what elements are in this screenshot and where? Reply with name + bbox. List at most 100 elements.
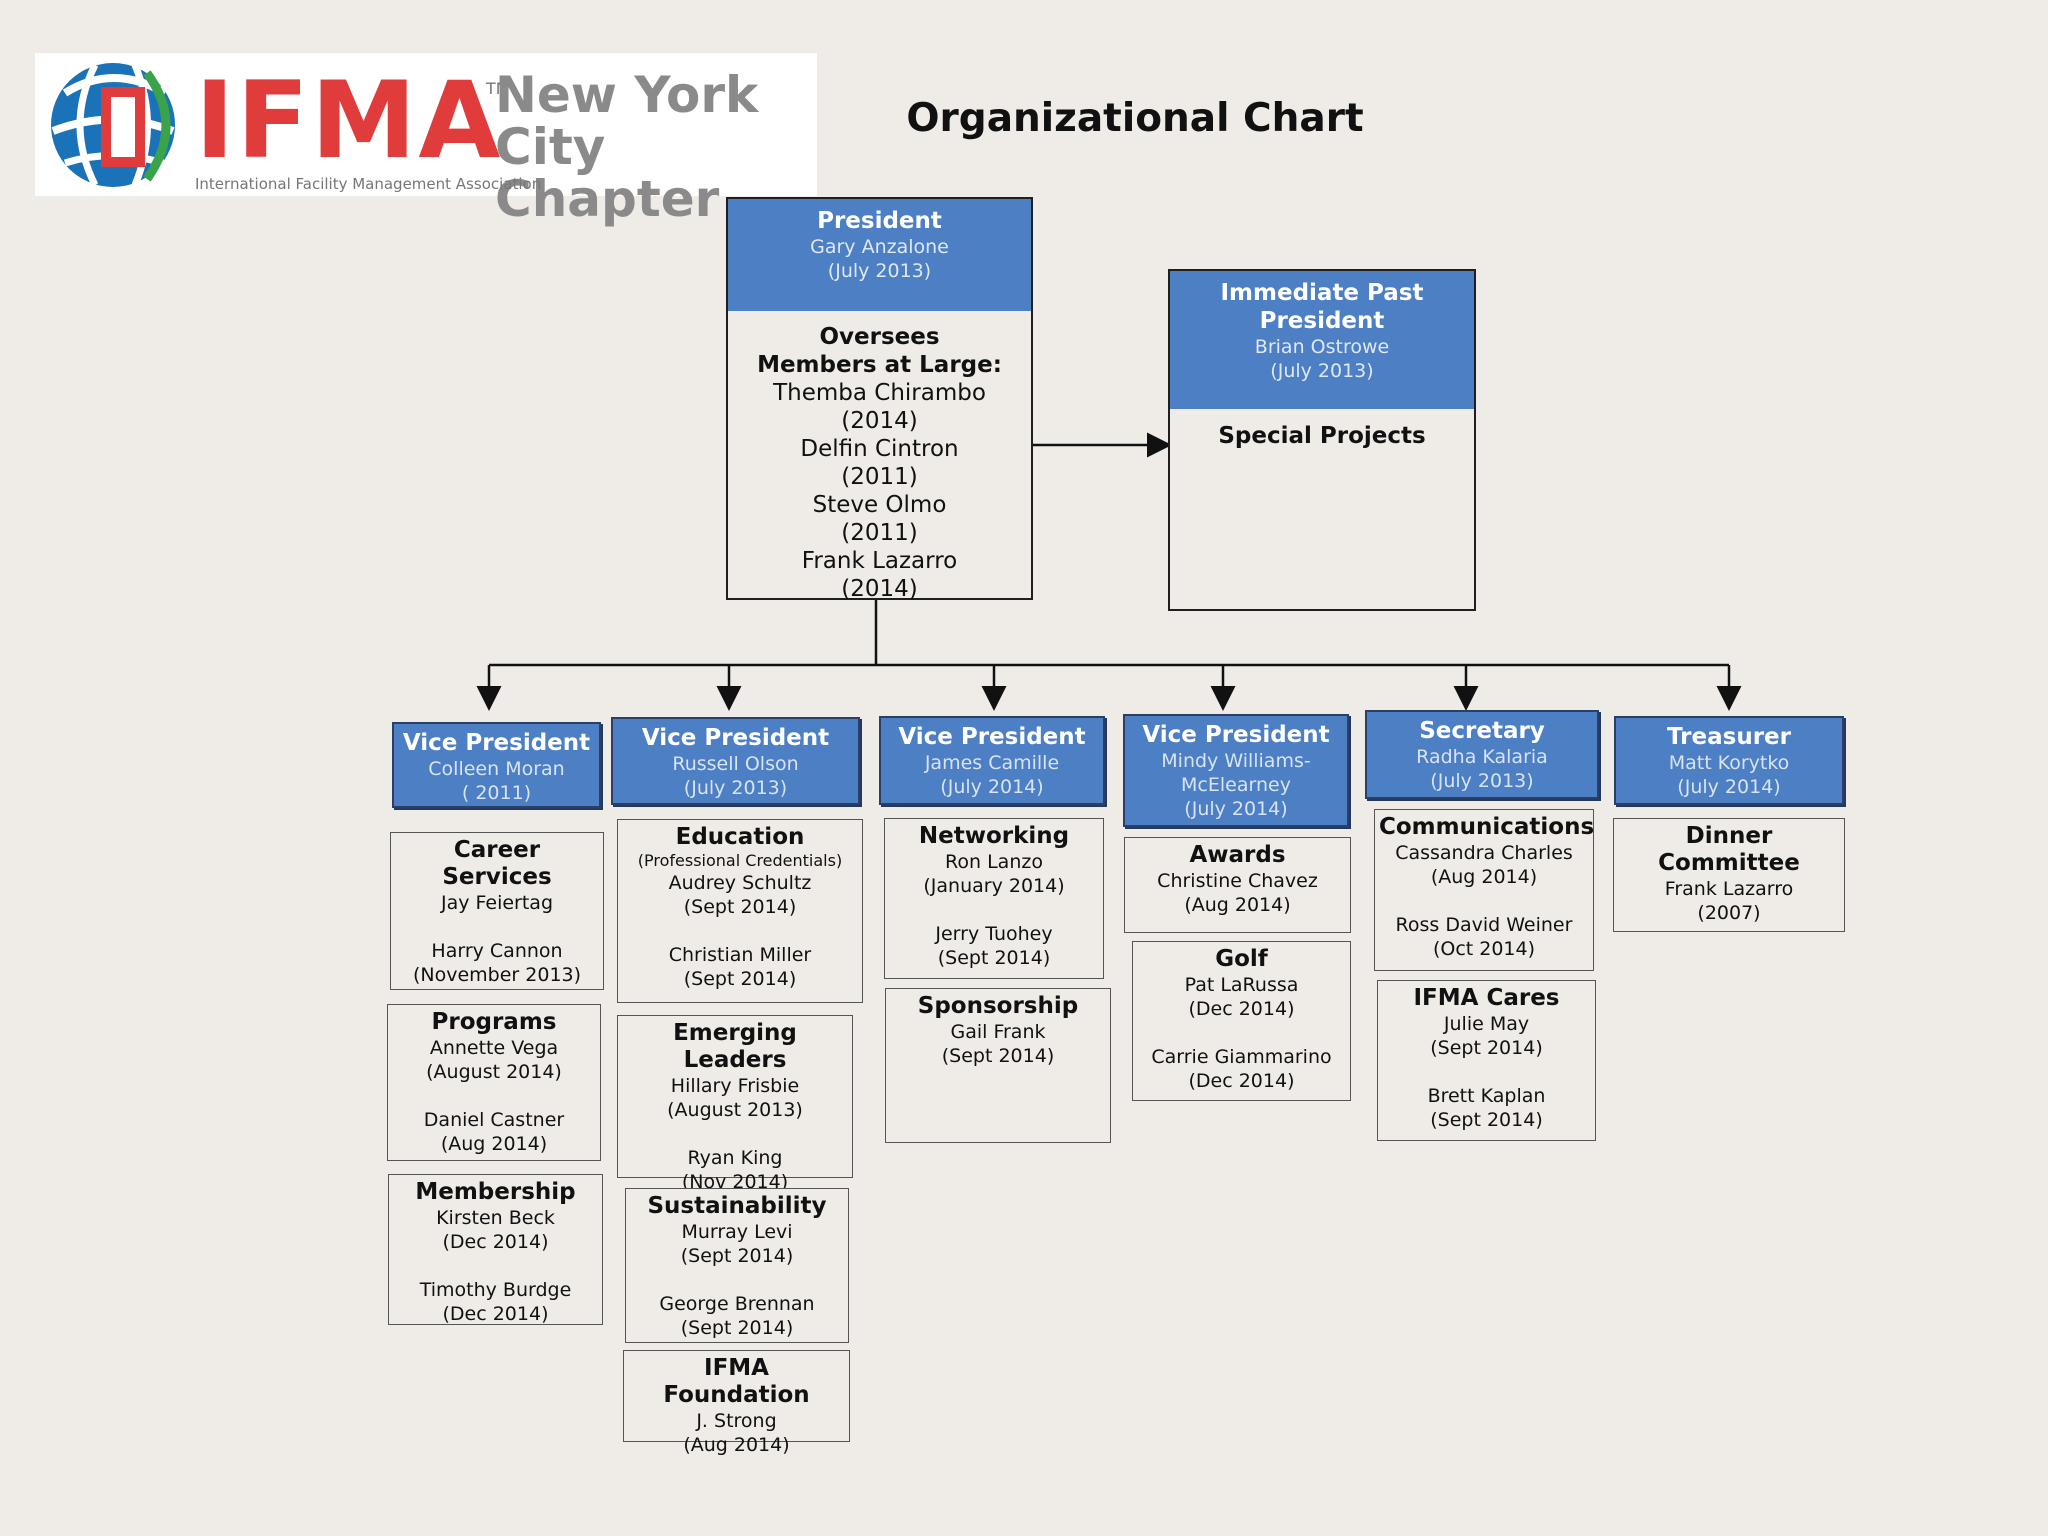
- committee-title: Membership: [415, 1179, 576, 1205]
- ifma-logo: IFMA TM New York City Chapter Internatio…: [35, 53, 817, 225]
- president-date: (July 2013): [827, 260, 932, 282]
- member-year: (2011): [841, 464, 918, 490]
- officer-name: McElearney: [1181, 774, 1291, 796]
- committee-title: Networking: [918, 823, 1070, 849]
- committee-member: Jerry Tuohey: [935, 923, 1053, 945]
- committee-title: IFMA Cares: [1413, 985, 1560, 1011]
- officer-vp-colleen-moran: Vice President Colleen Moran ( 2011): [392, 722, 601, 808]
- committee-title: Awards: [1189, 842, 1286, 868]
- committee-date: (2007): [1697, 902, 1761, 924]
- committee-ifma-cares: IFMA Cares Julie May (Sept 2014) Brett K…: [1377, 980, 1596, 1141]
- committee-title: Committee: [1658, 850, 1800, 876]
- committee-awards: Awards Christine Chavez (Aug 2014): [1124, 837, 1351, 933]
- president-name: Gary Anzalone: [810, 236, 949, 258]
- committee-member: Murray Levi: [681, 1221, 793, 1243]
- committee-member: Frank Lazarro: [1664, 878, 1794, 900]
- committee-emerging-leaders: Emerging Leaders Hillary Frisbie (August…: [617, 1015, 853, 1193]
- committee-member: Annette Vega: [429, 1037, 559, 1059]
- officer-title: Vice President: [1142, 722, 1330, 748]
- committee-title: Education: [675, 824, 805, 850]
- committee-career-services: Career Services Jay Feiertag Harry Canno…: [390, 832, 604, 990]
- committee-note: (Professional Credentials): [637, 851, 843, 870]
- member-name: Delfin Cintron: [800, 436, 959, 462]
- president-title: President: [817, 208, 942, 234]
- officer-secretary: Secretary Radha Kalaria (July 2013): [1365, 710, 1599, 799]
- committee-title: Dinner: [1685, 823, 1773, 849]
- committee-date: (August 2014): [426, 1061, 562, 1083]
- officer-name: James Camille: [924, 752, 1060, 774]
- officer-treasurer: Treasurer Matt Korytko (July 2014): [1614, 716, 1844, 805]
- officer-title: Secretary: [1419, 718, 1545, 744]
- committee-member: Ron Lanzo: [945, 851, 1043, 873]
- committee-date: (Dec 2014): [442, 1231, 549, 1253]
- officer-name: Matt Korytko: [1668, 752, 1790, 774]
- committee-date: (Aug 2014): [1184, 894, 1291, 916]
- past-president-title: President: [1259, 308, 1385, 334]
- committee-date: (Sept 2014): [683, 896, 797, 918]
- committee-date: (Sept 2014): [683, 968, 797, 990]
- committee-date: (Sept 2014): [680, 1245, 794, 1267]
- committee-member: Harry Cannon: [431, 940, 563, 962]
- committee-sponsorship: Sponsorship Gail Frank (Sept 2014): [885, 988, 1111, 1143]
- committee-member: J. Strong: [696, 1410, 777, 1432]
- officer-name: Russell Olson: [672, 753, 799, 775]
- officer-date: (July 2013): [683, 777, 788, 799]
- committee-member: Daniel Castner: [423, 1109, 565, 1131]
- committee-education: Education (Professional Credentials) Aud…: [617, 819, 863, 1003]
- committee-title: Emerging Leaders: [673, 1020, 797, 1073]
- member-year: (2011): [841, 520, 918, 546]
- committee-member: Pat LaRussa: [1184, 974, 1299, 996]
- past-president-box: Immediate Past President Brian Ostrowe (…: [1168, 269, 1476, 611]
- officer-vp-james-camille: Vice President James Camille (July 2014): [879, 716, 1105, 805]
- committee-date: (Sept 2014): [680, 1317, 794, 1339]
- committee-networking: Networking Ron Lanzo (January 2014) Jerr…: [884, 818, 1104, 979]
- committee-title: Sponsorship: [917, 993, 1079, 1019]
- committee-date: (Aug 2014): [683, 1434, 790, 1456]
- past-president-date: (July 2013): [1270, 360, 1374, 382]
- special-projects: Special Projects: [1218, 423, 1426, 449]
- member-name: Themba Chirambo: [773, 380, 986, 406]
- committee-member: Christian Miller: [668, 944, 812, 966]
- committee-sustainability: Sustainability Murray Levi (Sept 2014) G…: [625, 1188, 849, 1343]
- committee-member: Ross David Weiner: [1395, 914, 1573, 936]
- committee-date: (Aug 2014): [440, 1133, 548, 1155]
- officer-name: Radha Kalaria: [1416, 746, 1548, 768]
- committee-member: Carrie Giammarino: [1151, 1046, 1332, 1068]
- officer-vp-russell-olson: Vice President Russell Olson (July 2013): [611, 717, 860, 805]
- chart-title: Organizational Chart: [906, 96, 1364, 141]
- committee-member: George Brennan: [659, 1293, 815, 1315]
- officer-date: (July 2014): [940, 776, 1044, 798]
- officer-title: Treasurer: [1667, 724, 1791, 750]
- committee-date: (Oct 2014): [1432, 938, 1536, 960]
- committee-communications: Communications Cassandra Charles (Aug 20…: [1374, 809, 1594, 971]
- committee-member: Audrey Schultz: [668, 872, 812, 894]
- committee-title: Services: [442, 864, 552, 890]
- committee-date: (Sept 2014): [941, 1045, 1055, 1067]
- committee-date: (Sept 2014): [1430, 1109, 1543, 1131]
- logo-association: International Facility Management Associ…: [195, 175, 542, 193]
- logo-brand: IFMA: [195, 59, 503, 182]
- committee-member: Ryan King: [687, 1147, 783, 1169]
- committee-date: (Dec 2014): [1188, 1070, 1295, 1092]
- committee-member: Timothy Burdge: [419, 1279, 572, 1301]
- officer-name: Mindy Williams-: [1161, 750, 1311, 772]
- officer-title: Vice President: [402, 730, 591, 756]
- committee-golf: Golf Pat LaRussa (Dec 2014) Carrie Giamm…: [1132, 941, 1351, 1101]
- committee-ifma-foundation: IFMA Foundation J. Strong (Aug 2014): [623, 1350, 850, 1456]
- committee-dinner: Dinner Committee Frank Lazarro (2007): [1613, 818, 1845, 932]
- committee-date: (Nov 2014): [681, 1171, 789, 1193]
- president-body: Oversees Members at Large: Themba Chiram…: [728, 311, 1031, 615]
- committee-date: (August 2013): [667, 1099, 803, 1121]
- member-year: (2014): [841, 576, 918, 602]
- logo-chapter: New York City Chapter: [495, 66, 759, 228]
- oversees-label: Oversees: [819, 324, 940, 350]
- committee-date: (Sept 2014): [1430, 1037, 1543, 1059]
- officer-name: Colleen Moran: [428, 758, 565, 780]
- past-president-title: Immediate Past: [1220, 280, 1424, 306]
- officer-vp-mindy-williams: Vice President Mindy Williams- McElearne…: [1123, 714, 1349, 827]
- committee-member: Kirsten Beck: [436, 1207, 555, 1229]
- committee-title: Golf: [1215, 946, 1268, 972]
- officer-date: ( 2011): [461, 782, 532, 804]
- committee-member: Julie May: [1443, 1013, 1530, 1035]
